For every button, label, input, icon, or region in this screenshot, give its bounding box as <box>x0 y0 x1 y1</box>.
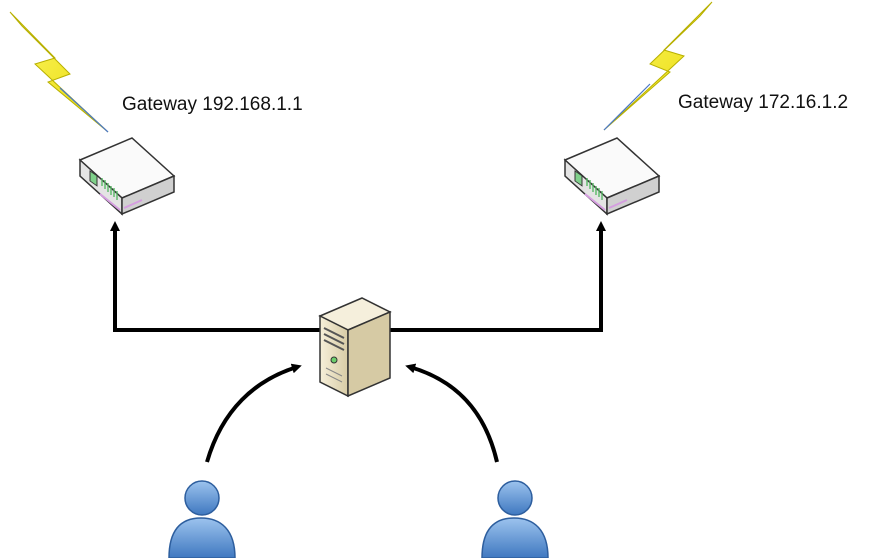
router-icon <box>78 137 176 216</box>
gateway-label-left: Gateway 192.168.1.1 <box>122 94 303 115</box>
link-user-right-server <box>405 363 499 463</box>
link-server-left-gateway <box>110 221 322 332</box>
link-server-right-gateway <box>390 221 606 332</box>
router-icon <box>563 137 661 216</box>
lightning-icon <box>9 11 109 133</box>
link-user-left-server <box>205 363 302 463</box>
server-icon <box>318 297 392 398</box>
user-icon <box>481 480 549 558</box>
lightning-icon <box>603 1 713 131</box>
user-icon <box>168 480 236 558</box>
gateway-label-right: Gateway 172.16.1.2 <box>678 92 849 113</box>
